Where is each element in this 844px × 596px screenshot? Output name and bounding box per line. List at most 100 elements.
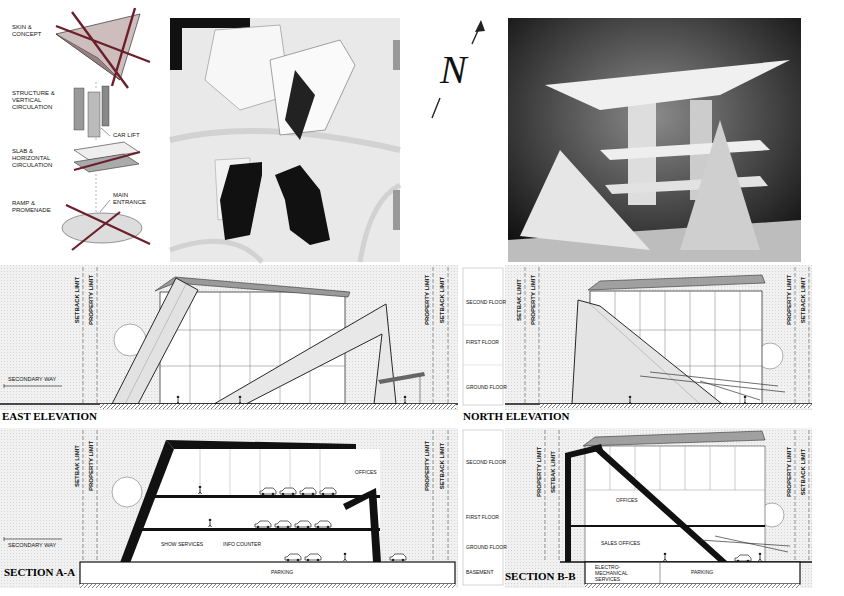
north-elevation	[640, 372, 785, 400]
section-a-a	[344, 553, 347, 561]
section-b-b	[545, 430, 809, 562]
section-a-a	[255, 521, 271, 528]
east-elevation	[83, 267, 448, 404]
limit-label: SETBACK LIMIT	[439, 277, 446, 323]
east-elevation	[404, 396, 407, 404]
model-render	[520, 150, 650, 250]
site-model-photo	[285, 70, 315, 140]
section-a-a	[166, 440, 356, 449]
limit-label: PROPERTY LIMIT	[424, 275, 431, 325]
floor-label: BASEMENT	[466, 570, 494, 576]
room-label: OFFICES	[354, 470, 378, 476]
site-model-photo	[220, 162, 262, 240]
exploded-axonometric	[102, 86, 109, 126]
section-a-a	[138, 528, 380, 531]
floor-label: GROUND FLOOR	[466, 545, 507, 551]
limit-label: SETBAK LIMIT	[550, 451, 557, 493]
section-a-a	[80, 584, 455, 588]
limit-label: SETBACK LIMIT	[800, 449, 807, 495]
room-label: OFFICES	[615, 498, 639, 504]
section-a-a	[285, 554, 301, 561]
section-a-a	[80, 562, 455, 584]
north-arrow	[432, 20, 485, 118]
exploded-axonometric	[74, 154, 139, 172]
east-elevation	[214, 304, 396, 404]
section-a-a	[0, 428, 458, 588]
exploded-axonometric	[56, 34, 120, 80]
north-arrow	[432, 26, 480, 118]
section-a-a	[390, 554, 406, 561]
section-a-a	[0, 428, 458, 588]
north-elevation	[505, 265, 812, 410]
floor-key	[463, 325, 503, 365]
exploded-axonometric	[88, 92, 100, 137]
floor-label: SECOND FLOOR	[466, 300, 506, 306]
section-a-a	[275, 521, 291, 528]
east-elevation	[112, 278, 198, 404]
limit-label: SETBACK LIMIT	[439, 443, 446, 489]
north-elevation	[540, 404, 812, 408]
east-elevation	[239, 396, 242, 404]
limit-label: PROPERTY LIMIT	[536, 447, 543, 497]
drawing-title: NORTH ELEVATION	[463, 410, 569, 423]
layer-label: SLAB & HORIZONTAL CIRCULATION	[12, 148, 68, 169]
site-model-photo	[275, 165, 330, 245]
north-elevation	[744, 396, 747, 404]
east-elevation	[0, 265, 458, 410]
exploded-axonometric	[62, 213, 142, 243]
room-label: ELECTRO-MECHANICAL SERVICES	[594, 565, 646, 582]
room-label: SHOW SERVICES	[160, 542, 204, 548]
section-b-b	[595, 446, 728, 562]
section-a-a	[112, 477, 142, 507]
north-elevation	[525, 267, 809, 404]
section-b-b	[735, 555, 751, 562]
limit-label: PROPERTY LIMIT	[424, 441, 431, 491]
east-elevation	[420, 376, 421, 404]
model-render	[545, 60, 790, 110]
site-model-photo	[393, 40, 400, 70]
section-a-a	[209, 519, 212, 527]
section-a-a	[4, 537, 62, 541]
east-elevation	[0, 265, 458, 410]
layer-label: STRUCTURE & VERTICAL CIRCULATION	[12, 90, 68, 111]
road-label: SECONDARY WAY	[8, 542, 56, 548]
road-label: SECONDARY WAY	[8, 376, 56, 382]
site-model-photo	[393, 190, 400, 230]
limit-label: SETBAK LIMIT	[516, 279, 523, 321]
north-elevation	[572, 300, 722, 404]
limit-label: PROPERTY LIMIT	[88, 441, 95, 491]
model-render	[680, 120, 760, 250]
limit-label: PROPERTY LIMIT	[530, 275, 537, 325]
section-b-b	[660, 562, 661, 584]
layer-label: RAMP & PROMENADE	[12, 200, 58, 214]
model-render	[600, 140, 770, 160]
north-elevation	[505, 265, 812, 410]
section-a-a	[305, 554, 321, 561]
exploded-axonometric	[56, 8, 150, 88]
north-elevation	[629, 396, 632, 404]
model-render	[508, 18, 801, 262]
limit-label: SETBACK LIMIT	[800, 277, 807, 323]
section-a-a	[315, 521, 331, 528]
east-elevation	[100, 404, 456, 409]
site-model-photo	[170, 18, 400, 262]
site-model-photo	[170, 18, 400, 262]
site-model-photo	[360, 185, 400, 262]
limit-label: PROPERTY LIMIT	[786, 447, 793, 497]
room-label: PARKING	[690, 570, 714, 576]
section-a-a	[300, 488, 316, 495]
section-b-b	[505, 428, 812, 588]
section-a-a	[320, 488, 336, 495]
exploded-axonometric	[74, 152, 140, 170]
model-render	[508, 18, 801, 262]
north-arrow	[475, 20, 485, 32]
room-label: SALES OFFICES	[600, 541, 641, 547]
limit-label: SETBAK LIMIT	[74, 445, 81, 487]
exploded-axonometric	[56, 8, 150, 250]
section-a-a	[260, 488, 276, 495]
section-a-a	[152, 495, 380, 498]
drawing-title: SECTION A-A	[4, 566, 75, 579]
limit-label: SETBACK LIMIT	[74, 277, 81, 323]
